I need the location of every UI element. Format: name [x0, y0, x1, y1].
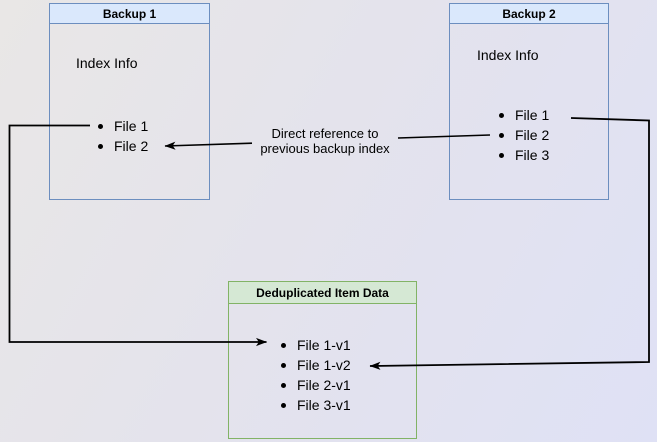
backup2-file-list: File 1 File 2 File 3	[491, 105, 549, 165]
file-list-item: File 1-v2	[273, 355, 351, 375]
dedup-header: Deduplicated Item Data	[229, 282, 416, 304]
edge-label-line2: previous backup index	[260, 141, 390, 156]
backup2-node: Backup 2 Index Info File 1 File 2 File 3	[449, 3, 609, 200]
backup1-header: Backup 1	[50, 4, 209, 24]
dedup-file-list: File 1-v1 File 1-v2 File 2-v1 File 3-v1	[273, 335, 351, 415]
direct-reference-edge-label: Direct reference to previous backup inde…	[245, 126, 405, 156]
file-list-item: File 2	[491, 125, 549, 145]
backup2-title: Backup 2	[502, 6, 556, 21]
dedup-title: Deduplicated Item Data	[256, 285, 389, 300]
file-list-item: File 2	[90, 136, 148, 156]
file-list-item: File 3-v1	[273, 395, 351, 415]
backup1-file-list: File 1 File 2	[90, 116, 148, 156]
file-list-item: File 1	[90, 116, 148, 136]
file-list-item: File 2-v1	[273, 375, 351, 395]
backup2-header: Backup 2	[450, 4, 608, 24]
file-list-item: File 1	[491, 105, 549, 125]
file-list-item: File 3	[491, 145, 549, 165]
backup1-index-info-label: Index Info	[76, 55, 138, 71]
backup1-title: Backup 1	[102, 6, 157, 21]
edge-label-line1: Direct reference to	[271, 126, 379, 141]
deduplicated-item-data-node: Deduplicated Item Data File 1-v1 File 1-…	[228, 281, 417, 439]
backup2-index-info-label: Index Info	[477, 47, 539, 63]
backup1-node: Backup 1 Index Info File 1 File 2	[49, 3, 210, 200]
file-list-item: File 1-v1	[273, 335, 351, 355]
